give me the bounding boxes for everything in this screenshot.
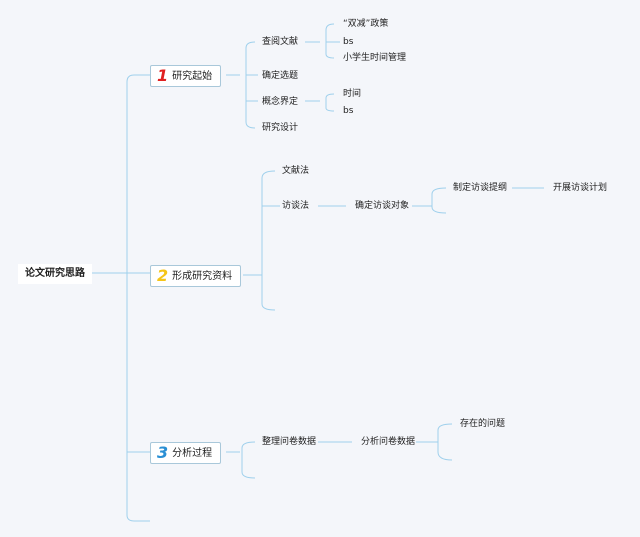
node-topic-selection[interactable]: 确定选题: [262, 71, 299, 81]
node-interview-subjects[interactable]: 确定访谈对象: [355, 201, 410, 211]
node-interview-outline[interactable]: 制定访谈提纲: [453, 183, 508, 193]
branch-number: 2: [157, 266, 169, 285]
branch-label: 分析过程: [172, 448, 213, 459]
node-bs-2[interactable]: bs: [343, 106, 354, 116]
node-interview-plan[interactable]: 开展访谈计划: [553, 183, 608, 193]
node-double-reduction-policy[interactable]: “双减”政策: [343, 19, 389, 29]
branch-number: 1: [157, 66, 169, 85]
node-concept-definition[interactable]: 概念界定: [262, 97, 299, 107]
node-interview-method[interactable]: 访谈法: [282, 201, 310, 211]
branch-label: 研究起始: [172, 71, 213, 82]
node-literature-review[interactable]: 查阅文献: [262, 37, 299, 47]
node-time[interactable]: 时间: [343, 89, 362, 99]
root-node[interactable]: 论文研究思路: [18, 264, 92, 284]
branch-number: 3: [157, 443, 169, 462]
node-time-management[interactable]: 小学生时间管理: [343, 53, 407, 63]
node-literature-method[interactable]: 文献法: [282, 166, 310, 176]
node-organize-questionnaire[interactable]: 整理问卷数据: [262, 437, 317, 447]
node-existing-problems[interactable]: 存在的问题: [460, 419, 506, 429]
node-bs-1[interactable]: bs: [343, 37, 354, 47]
node-analyze-questionnaire[interactable]: 分析问卷数据: [361, 437, 416, 447]
node-research-design[interactable]: 研究设计: [262, 123, 299, 133]
branch-label: 形成研究资料: [172, 271, 233, 282]
